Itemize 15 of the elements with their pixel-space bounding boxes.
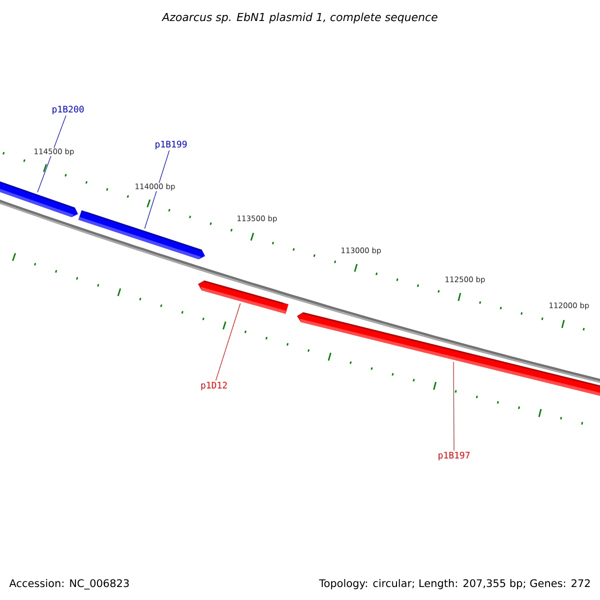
gene-feature — [0, 179, 78, 218]
gene-label: p1B197 — [438, 452, 470, 460]
gene-label: p1B200 — [52, 106, 84, 114]
accession-text: Accession: NC_006823 — [9, 579, 129, 590]
leader-line — [144, 150, 170, 229]
summary-text: Topology: circular; Length: 207,355 bp; Genes: 272 — [319, 579, 590, 590]
gene-feature — [198, 280, 288, 314]
gene-feature — [297, 312, 600, 398]
leader-line — [37, 115, 66, 193]
leader-line — [215, 303, 241, 381]
leader-line — [453, 362, 454, 451]
gene-label: p1B199 — [156, 140, 187, 150]
gene-feature — [78, 210, 205, 260]
gene-label: p1D12 — [201, 382, 227, 390]
title: Azoarcus sp. EbN1 plasmid 1, complete sequence — [162, 12, 438, 24]
